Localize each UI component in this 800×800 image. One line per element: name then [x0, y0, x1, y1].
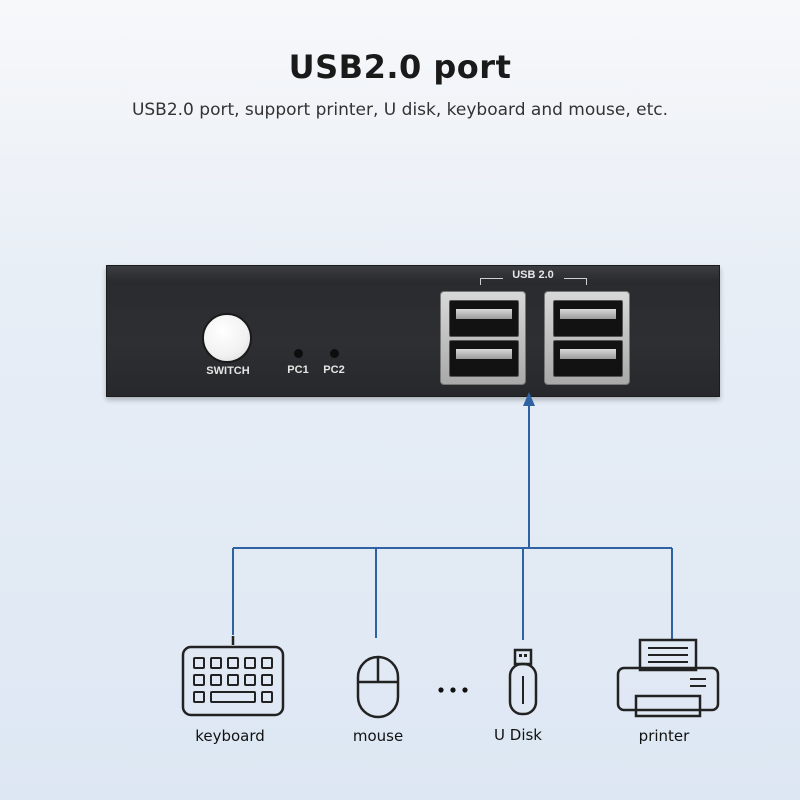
mouse-icon	[356, 655, 400, 719]
arrow-head-icon	[523, 392, 535, 406]
kvm-switch-device: SWITCH PC1 PC2 USB 2.0	[106, 265, 720, 397]
page-title: USB2.0 port	[288, 48, 512, 86]
printer-icon	[616, 638, 720, 718]
usb-port-block-right	[544, 291, 630, 385]
pc2-led-indicator	[330, 349, 339, 358]
udisk-label: U Disk	[494, 726, 542, 744]
usb-group-label: USB 2.0	[512, 269, 554, 281]
keyboard-label: keyboard	[195, 727, 265, 745]
pc1-led-indicator	[294, 349, 303, 358]
keyboard-icon	[181, 636, 285, 717]
switch-label: SWITCH	[206, 365, 250, 377]
ellipsis-dots	[438, 687, 468, 693]
usb-port[interactable]	[553, 340, 623, 377]
pc1-label: PC1	[287, 364, 309, 376]
mouse-label: mouse	[352, 727, 404, 745]
usb-bracket-right	[564, 278, 587, 285]
usb-port[interactable]	[449, 300, 519, 337]
connector-lines	[232, 400, 673, 640]
printer-label: printer	[638, 727, 690, 745]
page-subtitle: USB2.0 port, support printer, U disk, ke…	[131, 100, 669, 120]
usb-port[interactable]	[449, 340, 519, 377]
usb-bracket-left	[480, 278, 503, 285]
usb-drive-icon	[508, 648, 538, 716]
pc2-label: PC2	[323, 364, 345, 376]
usb-port-block-left	[440, 291, 526, 385]
usb-port[interactable]	[553, 300, 623, 337]
switch-button[interactable]	[202, 313, 252, 363]
